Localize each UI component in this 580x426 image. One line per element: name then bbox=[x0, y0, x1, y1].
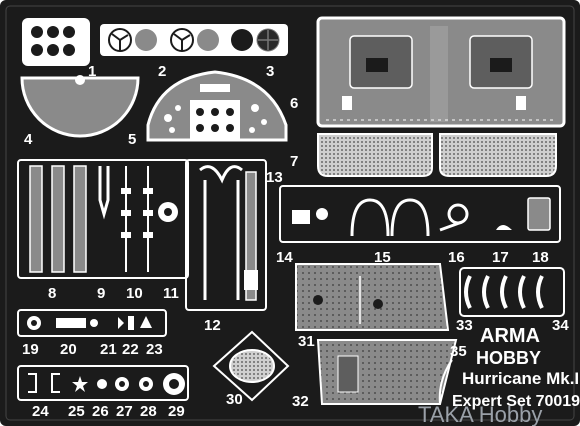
part-number: 35 bbox=[450, 343, 467, 360]
part-number: 22 bbox=[122, 341, 139, 358]
brand-logo: ARMA HOBBY bbox=[476, 325, 541, 368]
product-name: Hurricane Mk.I bbox=[462, 369, 579, 388]
part-31-side-panel bbox=[295, 263, 450, 331]
part-number: 8 bbox=[48, 285, 56, 302]
product-set: Expert Set 70019 bbox=[452, 393, 580, 410]
part-number: 16 bbox=[448, 249, 465, 266]
part-number-labels: 1 2 3 4 5 6 7 8 9 10 11 12 13 14 15 16 1… bbox=[22, 63, 569, 420]
part-number: 18 bbox=[532, 249, 549, 266]
part-number: 11 bbox=[163, 285, 179, 302]
part-number: 13 bbox=[266, 169, 283, 186]
part-19-23-small-parts bbox=[17, 309, 167, 337]
part-number: 20 bbox=[60, 341, 77, 358]
part-35-wire bbox=[438, 359, 453, 405]
part-number: 19 bbox=[22, 341, 39, 358]
part-8-11-belts bbox=[17, 159, 189, 279]
part-number: 26 bbox=[92, 403, 109, 420]
part-2-3-dial-faces bbox=[100, 24, 288, 56]
brand-line-2: HOBBY bbox=[476, 348, 541, 368]
part-number: 1 bbox=[88, 63, 96, 80]
part-number: 24 bbox=[32, 403, 49, 420]
part-number: 25 bbox=[68, 403, 85, 420]
part-number: 31 bbox=[298, 333, 315, 350]
brand-line-1: ARMA bbox=[480, 325, 540, 347]
part-number: 32 bbox=[292, 393, 309, 410]
part-number: 5 bbox=[128, 131, 136, 148]
part-number: 29 bbox=[168, 403, 185, 420]
part-number: 12 bbox=[204, 317, 221, 334]
part-32-lower-panel bbox=[316, 339, 458, 405]
part-number: 4 bbox=[24, 131, 33, 148]
part-6-armour-panel bbox=[316, 16, 566, 128]
watermark: TAKA Hobby bbox=[418, 402, 542, 426]
part-33-34-scoops bbox=[459, 267, 565, 317]
part-number: 17 bbox=[492, 249, 509, 266]
part-number: 2 bbox=[158, 63, 166, 80]
part-number: 34 bbox=[552, 317, 569, 334]
part-number: 14 bbox=[276, 249, 293, 266]
part-7-mesh-grilles bbox=[317, 133, 557, 177]
part-24-29-small-parts bbox=[17, 365, 189, 401]
part-number: 30 bbox=[226, 391, 243, 408]
part-number: 15 bbox=[374, 249, 391, 266]
part-30-mesh-diamond bbox=[212, 330, 290, 402]
part-14-18-small-parts bbox=[279, 185, 561, 243]
part-5-instrument-panel bbox=[146, 70, 288, 142]
part-number: 28 bbox=[140, 403, 157, 420]
part-number: 27 bbox=[116, 403, 133, 420]
part-number: 7 bbox=[290, 153, 298, 170]
part-number: 21 bbox=[100, 341, 117, 358]
part-12-13-harness bbox=[185, 159, 267, 311]
part-number: 23 bbox=[146, 341, 163, 358]
part-number: 10 bbox=[126, 285, 143, 302]
part-4-half-disc bbox=[20, 75, 140, 138]
part-number: 9 bbox=[97, 285, 105, 302]
part-1-instrument-cluster bbox=[22, 18, 90, 66]
part-number: 33 bbox=[456, 317, 473, 334]
part-number: 3 bbox=[266, 63, 274, 80]
part-number: 6 bbox=[290, 95, 298, 112]
